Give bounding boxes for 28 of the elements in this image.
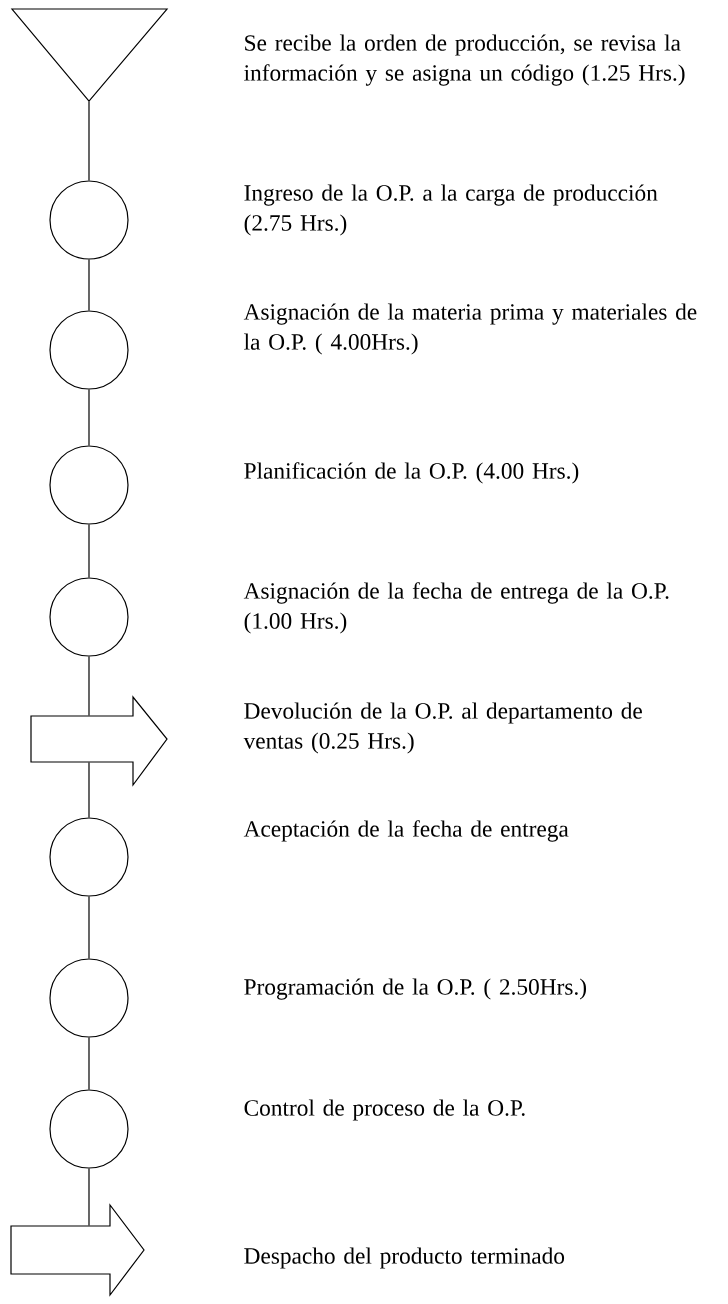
- step-description: Se recibe la orden de producción, se revisa la información y se asigna un código (1.25 Hrs.): [244, 34, 685, 86]
- step-description: Asignación de la materia prima y materiales de la O.P. ( 4.00Hrs.): [243, 303, 697, 355]
- connector-line: [88, 389, 90, 446]
- circle-symbol: [49, 577, 129, 657]
- circle-symbol: [49, 445, 129, 525]
- step-description: Devolución de la O.P. al departamento de ventas (0.25 Hrs.): [243, 702, 642, 754]
- step-description: Asignación de la fecha de entrega de la O.P. (1.00 Hrs.): [243, 582, 669, 634]
- arrow-symbol: [10, 1203, 145, 1297]
- connector-line: [88, 896, 90, 959]
- connector-line: [88, 524, 90, 578]
- connector-line: [88, 762, 90, 818]
- circle-symbol: [49, 958, 129, 1038]
- circle-symbol: [49, 817, 129, 897]
- connector-line: [88, 656, 90, 716]
- connector-line: [88, 101, 90, 181]
- step-description: Programación de la O.P. ( 2.50Hrs.): [244, 978, 586, 1000]
- arrow-symbol: [30, 695, 168, 787]
- connector-line: [88, 259, 90, 311]
- circle-symbol: [49, 1089, 129, 1169]
- step-description: Aceptación de la fecha de entrega: [243, 820, 569, 842]
- step-description: Ingreso de la O.P. a la carga de producción (2.75 Hrs.): [244, 184, 658, 236]
- circle-symbol: [49, 180, 129, 260]
- connector-line: [88, 1168, 90, 1226]
- connector-line: [88, 1037, 90, 1090]
- circle-symbol: [49, 310, 129, 390]
- step-description: Planificación de la O.P. (4.00 Hrs.): [244, 462, 579, 484]
- step-description: Control de proceso de la O.P.: [244, 1099, 525, 1121]
- step-description: Despacho del producto terminado: [244, 1247, 565, 1269]
